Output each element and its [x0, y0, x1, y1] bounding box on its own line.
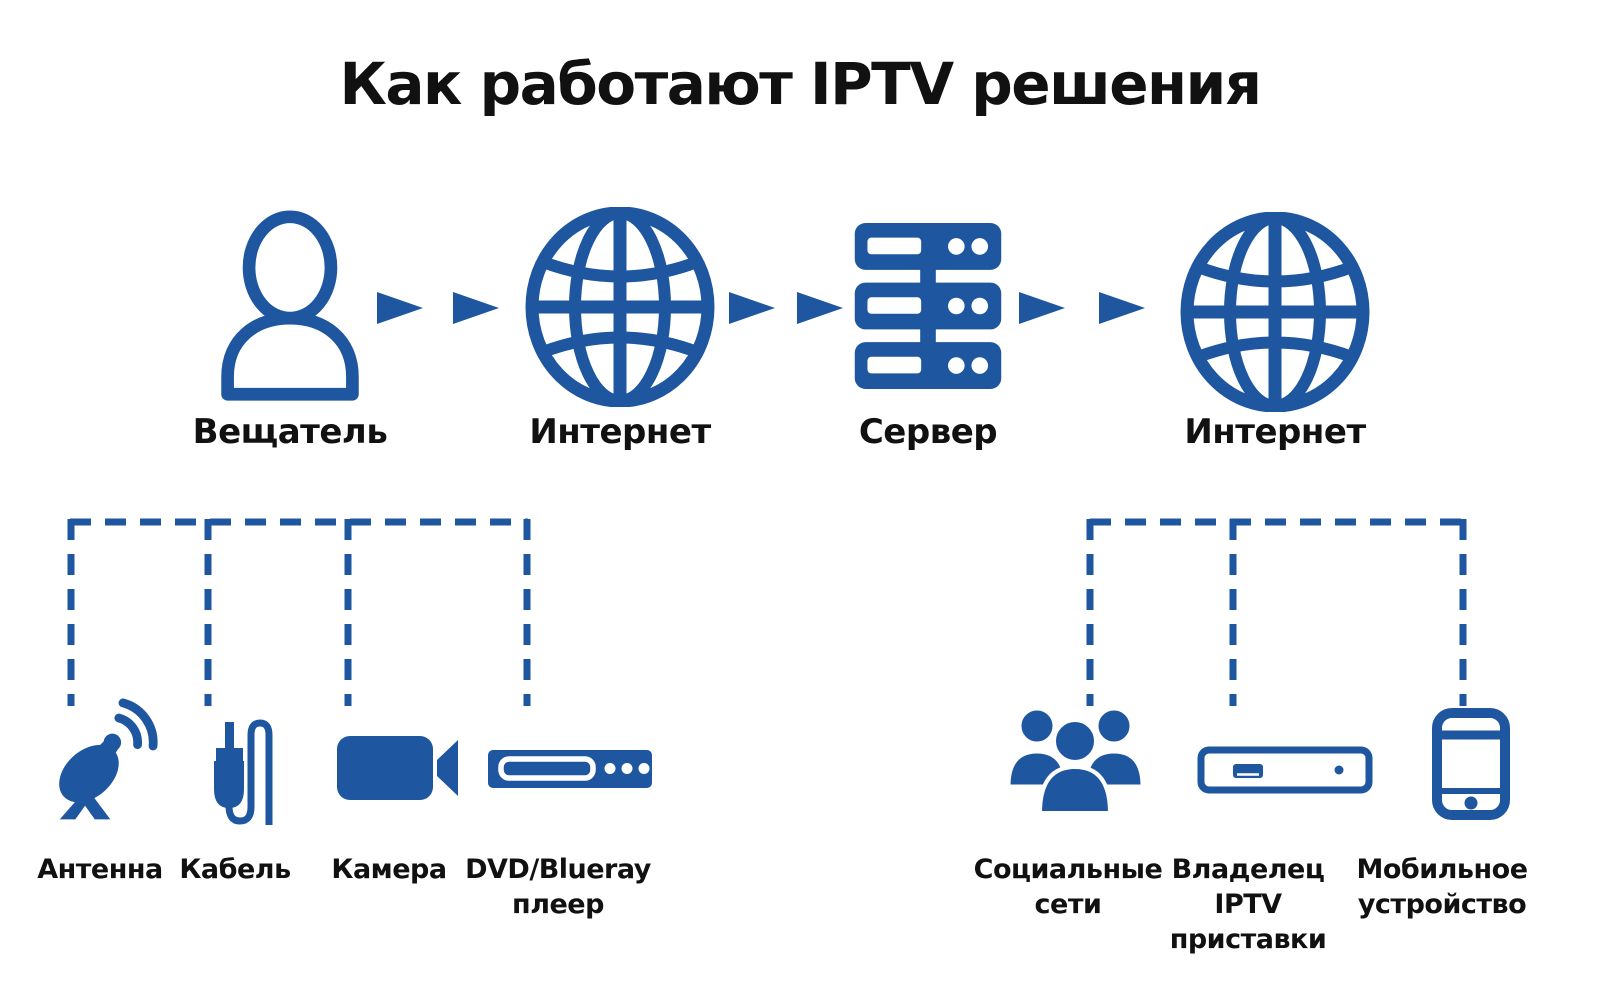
source-label-antenna: Антенна — [37, 854, 163, 885]
consumer-label-mobile: Мобильное устройство — [1356, 854, 1528, 921]
page-title: Как работают IPTV решения — [339, 50, 1262, 118]
arrow-right-icon — [1098, 291, 1146, 325]
globe-icon — [525, 207, 715, 407]
flow-node-label-internet-1: Интернет — [529, 412, 711, 452]
arrow-right-icon — [1018, 291, 1066, 325]
source-label-dvd: DVD/Blueray плеер — [465, 854, 651, 921]
satellite-dish-icon — [50, 695, 162, 823]
cable-plug-icon — [195, 695, 275, 827]
people-group-icon — [1003, 700, 1148, 815]
globe-icon — [1180, 212, 1370, 412]
set-top-box-icon — [1197, 746, 1373, 794]
consumer-label-stb: Владелец IPTV приставки — [1169, 854, 1327, 956]
flow-node-label-internet-2: Интернет — [1184, 412, 1366, 452]
server-icon — [853, 223, 1003, 389]
video-camera-icon — [337, 735, 459, 801]
arrow-right-icon — [796, 291, 844, 325]
source-label-cable: Кабель — [179, 854, 291, 885]
flow-node-label-server: Сервер — [858, 412, 998, 452]
consumer-label-social: Социальные сети — [973, 854, 1163, 921]
dvd-player-icon — [488, 750, 652, 788]
source-label-camera: Камера — [331, 854, 447, 885]
arrow-right-icon — [728, 291, 776, 325]
flow-node-label-broadcaster: Вещатель — [192, 412, 388, 452]
arrow-right-icon — [452, 291, 500, 325]
smartphone-icon — [1432, 708, 1510, 820]
person-icon — [212, 210, 368, 402]
arrow-right-icon — [376, 291, 424, 325]
